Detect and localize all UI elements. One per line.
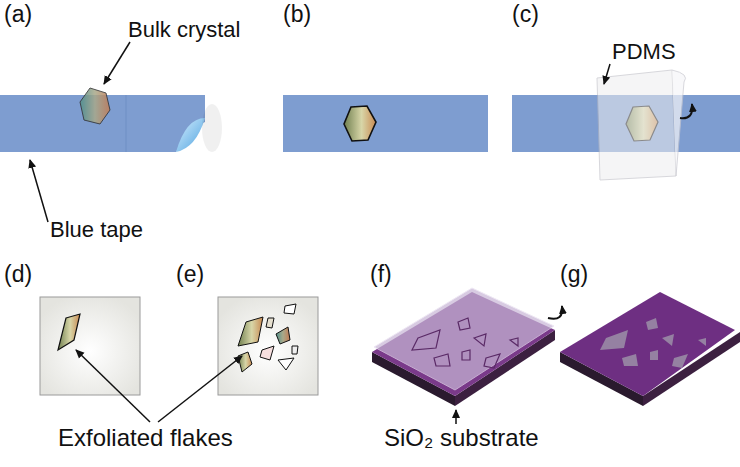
flake — [238, 317, 263, 346]
part-name: Blue tape — [50, 218, 143, 242]
substrate-g — [560, 292, 740, 406]
leader-line — [76, 350, 150, 422]
sio2-top — [560, 292, 735, 396]
tape-curl — [176, 118, 205, 152]
leader-line — [104, 42, 130, 84]
pdms-stamp — [218, 297, 318, 395]
flake-outlines — [412, 318, 518, 368]
peel-arrow — [680, 104, 692, 118]
flake — [266, 318, 274, 328]
panel-letter: (d) — [4, 262, 32, 287]
pdms-square-e — [218, 297, 318, 395]
panel-letter: (g) — [560, 262, 588, 287]
blue-tape-c — [512, 70, 740, 180]
tape-strip — [283, 95, 488, 152]
panel-letter: (b) — [283, 2, 311, 27]
peel-arrow — [548, 306, 562, 319]
transferred-flakes — [600, 318, 706, 368]
blue-tape-b — [283, 95, 488, 152]
pdms-stamp — [374, 288, 554, 390]
flake — [58, 314, 80, 350]
pdms-square-d — [40, 297, 140, 395]
leader-line — [455, 410, 457, 424]
pdms-stamp — [40, 297, 140, 395]
part-name: SiO₂ substrate — [384, 425, 539, 451]
flake — [238, 352, 252, 372]
panel-letter: (f) — [370, 262, 392, 287]
panel-letter: (c) — [512, 2, 539, 27]
part-name: Bulk crystal — [128, 18, 240, 42]
flake — [260, 346, 274, 360]
flake — [278, 358, 294, 370]
pdms-lifted-edge — [672, 70, 686, 176]
substrate-f — [372, 288, 562, 406]
flake — [276, 327, 290, 344]
panel-letter: (e) — [176, 262, 204, 287]
part-name: Exfoliated flakes — [58, 425, 233, 451]
panel-letter: (a) — [4, 2, 32, 27]
pdms-stamp — [597, 70, 676, 180]
leader-line — [604, 64, 610, 84]
tape-edge — [126, 95, 127, 152]
flake — [284, 304, 296, 314]
part-name: PDMS — [612, 40, 676, 64]
leader-line — [158, 356, 242, 422]
blue-tape-a — [0, 88, 222, 152]
leader-line — [30, 160, 48, 222]
curl-shadow — [202, 104, 222, 152]
bulk-crystal — [344, 106, 376, 141]
bulk-crystal — [80, 88, 110, 124]
flake — [292, 346, 298, 354]
